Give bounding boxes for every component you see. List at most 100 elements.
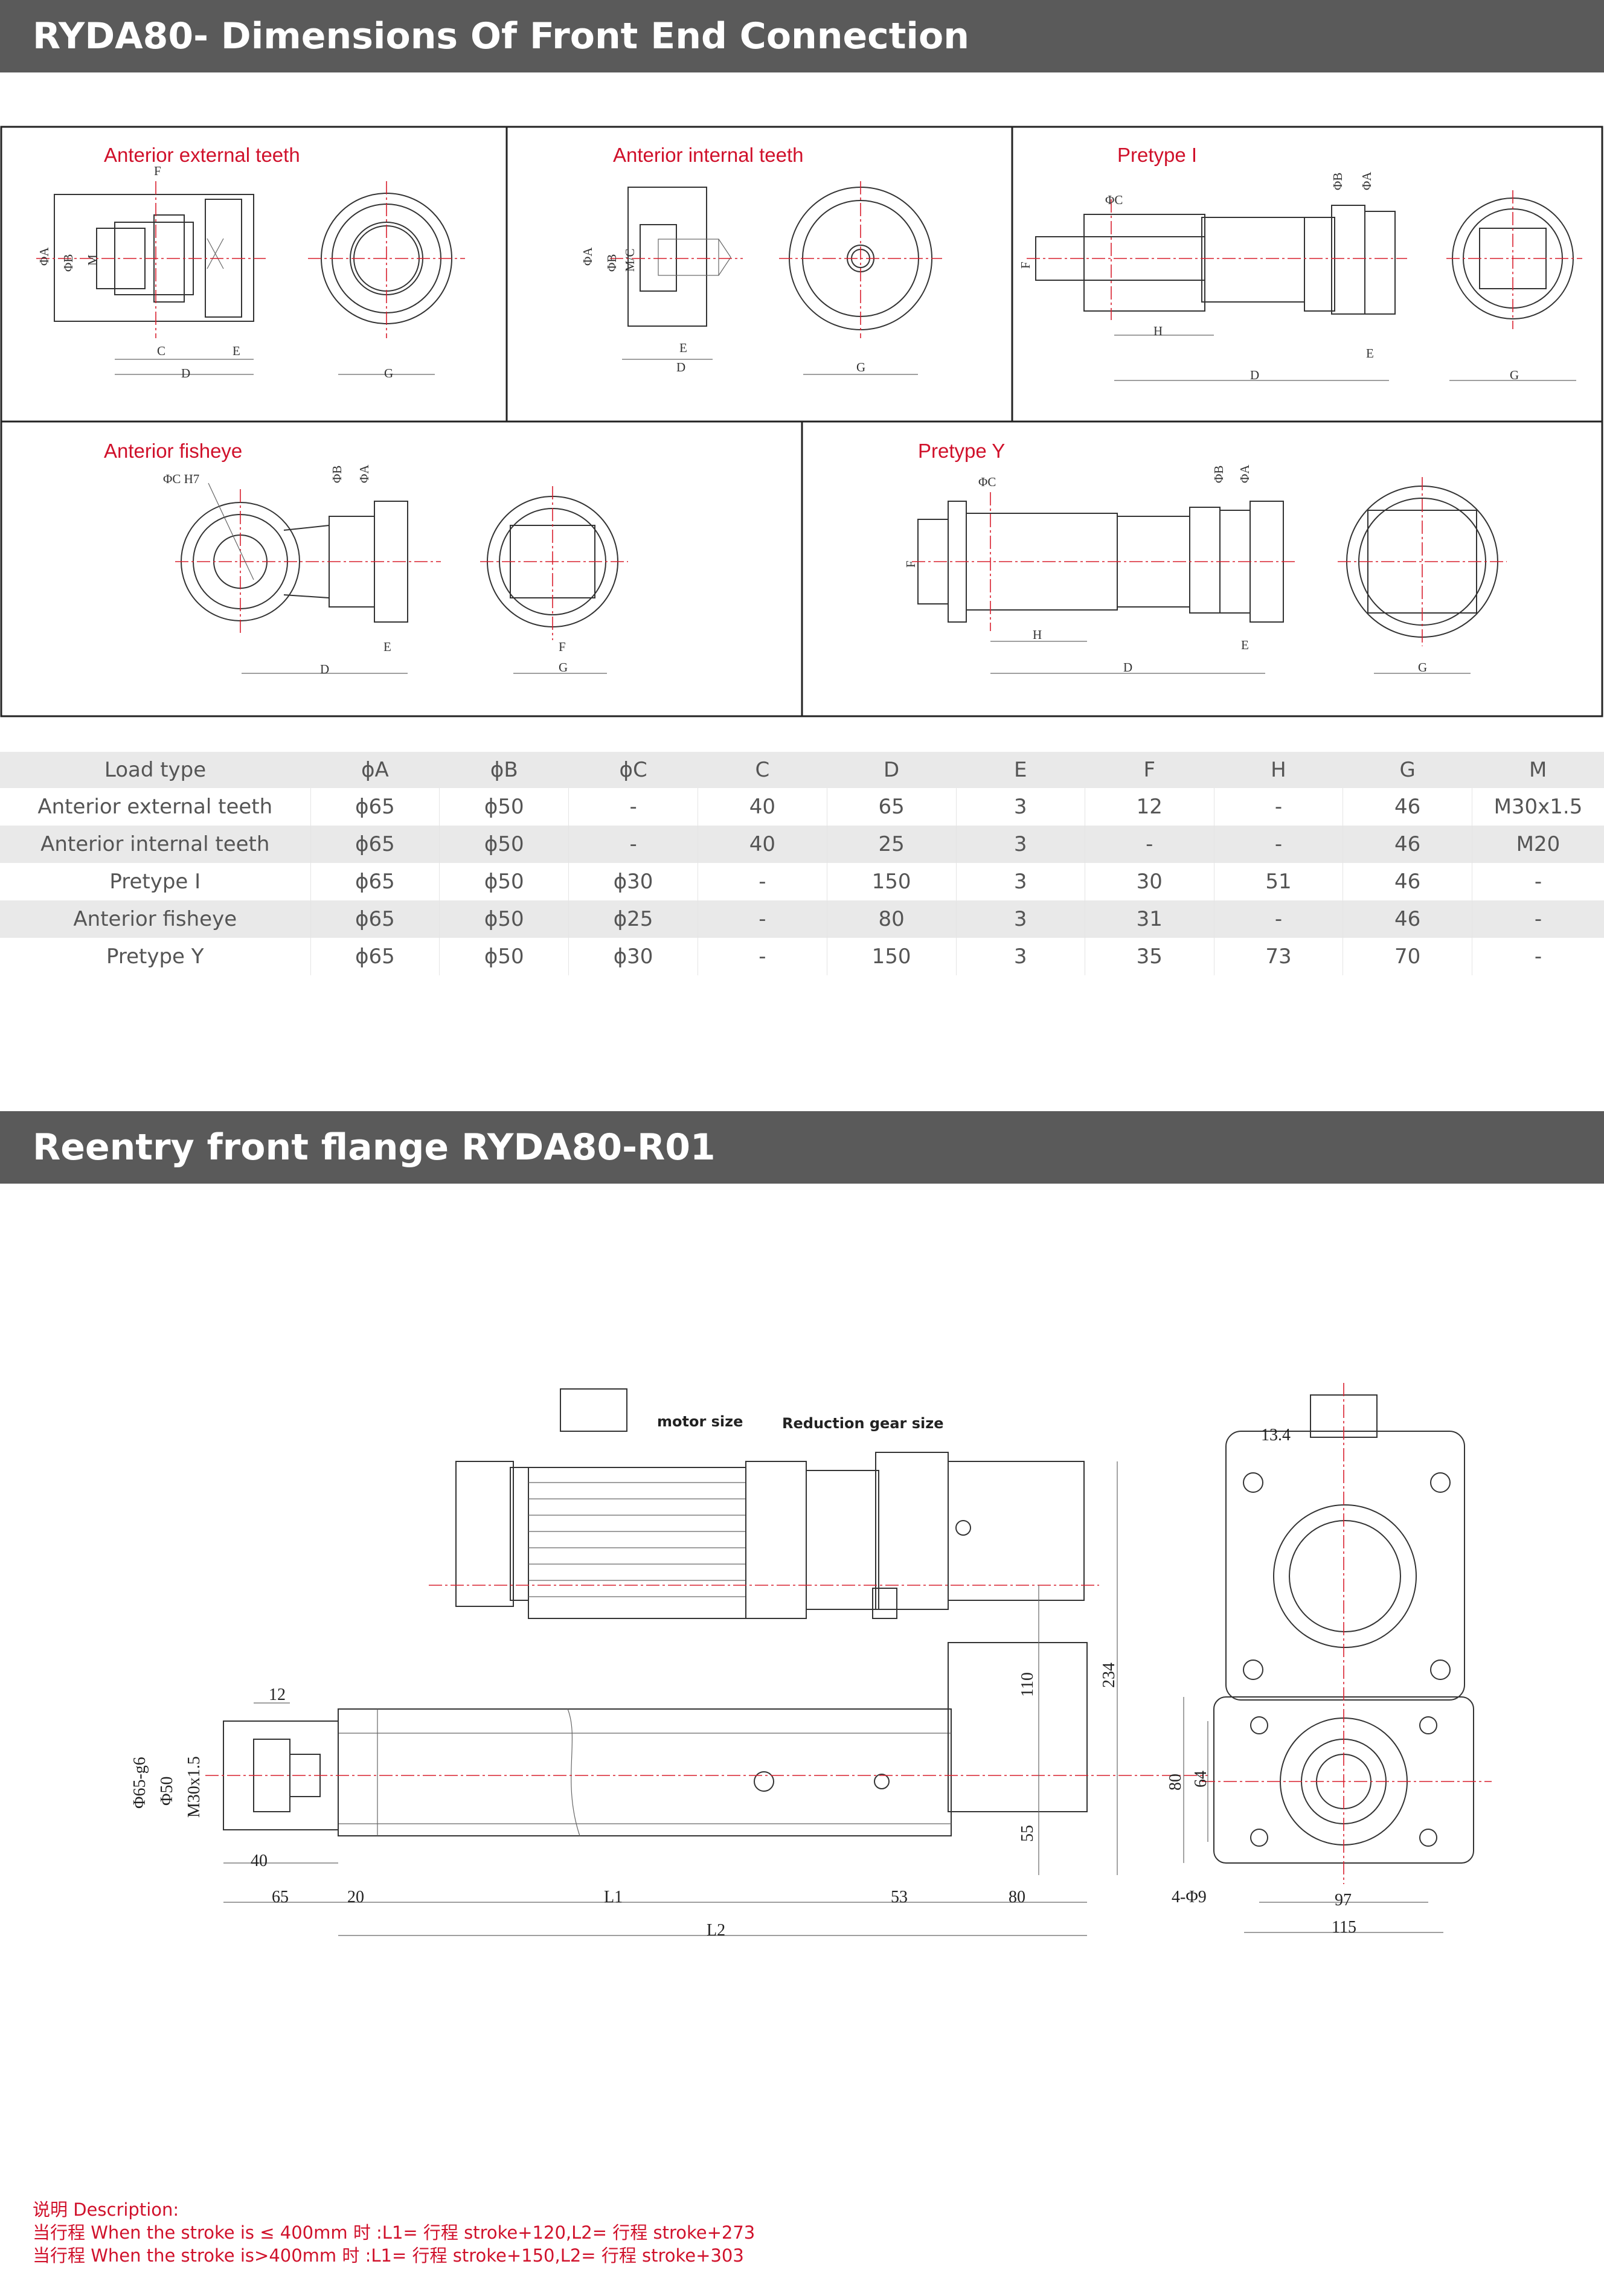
panel-title-int-teeth: Anterior internal teeth bbox=[613, 144, 804, 166]
svg-text:G: G bbox=[384, 366, 393, 380]
table-cell: ϕ30 bbox=[568, 863, 698, 900]
column-header: G bbox=[1399, 758, 1416, 782]
table-cell: ϕ50 bbox=[439, 938, 569, 975]
table-cell: - bbox=[698, 863, 827, 900]
ext-teeth-drawing: F C E D G ΦA ΦB M bbox=[36, 164, 465, 380]
svg-text:M30x1.5: M30x1.5 bbox=[185, 1756, 204, 1818]
svg-text:64: 64 bbox=[1192, 1771, 1210, 1788]
svg-text:F: F bbox=[903, 560, 918, 568]
column-header: F bbox=[1143, 758, 1156, 782]
spec-table: Load type ϕA ϕB ϕC C D E F H G M Anterio… bbox=[0, 752, 1604, 975]
table-cell: Pretype I bbox=[109, 870, 201, 894]
svg-text:F: F bbox=[559, 640, 566, 654]
svg-text:Φ65-g6: Φ65-g6 bbox=[130, 1757, 149, 1809]
table-cell: ϕ65 bbox=[310, 938, 440, 975]
svg-text:13.4: 13.4 bbox=[1261, 1426, 1291, 1445]
table-cell: ϕ50 bbox=[439, 863, 569, 900]
svg-text:E: E bbox=[1241, 638, 1249, 652]
front-view: 13.4 97 115 4-Φ9 80 64 bbox=[1166, 1383, 1492, 1937]
table-cell: 73 bbox=[1213, 938, 1343, 975]
svg-text:234: 234 bbox=[1100, 1663, 1118, 1688]
table-cell: ϕ65 bbox=[310, 900, 440, 938]
svg-text:D: D bbox=[1250, 368, 1259, 382]
motor-side-view bbox=[455, 1388, 1085, 1619]
svg-text:80: 80 bbox=[1009, 1888, 1025, 1906]
table-cell: 30 bbox=[1084, 863, 1214, 900]
table-cell: Pretype Y bbox=[106, 944, 204, 969]
panel-title-pretype-i: Pretype I bbox=[1117, 144, 1198, 166]
svg-text:L2: L2 bbox=[707, 1921, 725, 1940]
svg-text:12: 12 bbox=[269, 1685, 286, 1704]
table-cell: ϕ65 bbox=[310, 788, 440, 826]
table-cell: 25 bbox=[826, 826, 956, 863]
svg-text:G: G bbox=[1510, 368, 1519, 382]
pretype-y-drawing: ΦC H E D G F ΦB ΦA bbox=[903, 464, 1507, 675]
table-header-row: Load type ϕA ϕB ϕC C D E F H G M bbox=[0, 752, 1604, 788]
panel-title-pretype-y: Pretype Y bbox=[918, 440, 1006, 462]
table-cell: Anterior external teeth bbox=[37, 795, 273, 819]
table-cell: 65 bbox=[826, 788, 956, 826]
table-cell: ϕ65 bbox=[310, 826, 440, 863]
svg-text:G: G bbox=[1418, 660, 1427, 675]
svg-text:ΦB: ΦB bbox=[1330, 173, 1345, 190]
column-header: ϕC bbox=[619, 758, 647, 782]
svg-text:G: G bbox=[559, 660, 568, 675]
svg-text:40: 40 bbox=[251, 1852, 268, 1870]
table-cell: 46 bbox=[1343, 863, 1472, 900]
table-cell: - bbox=[1213, 826, 1343, 863]
table-row: Pretype I ϕ65 ϕ50 ϕ30 - 150 3 30 51 46 - bbox=[0, 863, 1604, 900]
table-cell: - bbox=[698, 900, 827, 938]
column-header: Load type bbox=[104, 758, 207, 782]
table-cell: ϕ65 bbox=[310, 863, 440, 900]
table-row: Pretype Y ϕ65 ϕ50 ϕ30 - 150 3 35 73 70 - bbox=[0, 938, 1604, 975]
description-heading: 说明 Description: bbox=[33, 2199, 179, 2220]
table-cell: 35 bbox=[1084, 938, 1214, 975]
fisheye-drawing: ΦC H7 E D F G ΦB ΦA bbox=[163, 464, 628, 676]
actuator-body bbox=[205, 1585, 1208, 1836]
svg-text:ΦC: ΦC bbox=[978, 475, 996, 489]
table-cell: - bbox=[568, 788, 698, 826]
table-cell: M30x1.5 bbox=[1471, 788, 1604, 826]
column-header: E bbox=[1014, 758, 1027, 782]
table-cell: 46 bbox=[1343, 788, 1472, 826]
table-cell: 150 bbox=[826, 938, 956, 975]
svg-text:ΦA: ΦA bbox=[357, 464, 371, 483]
svg-text:ΦA: ΦA bbox=[37, 247, 51, 266]
svg-text:80: 80 bbox=[1166, 1774, 1185, 1791]
section-title: Reentry front flange RYDA80-R01 bbox=[33, 1126, 716, 1169]
table-row: Anterior internal teeth ϕ65 ϕ50 - 40 25 … bbox=[0, 826, 1604, 863]
column-header: ϕB bbox=[490, 758, 518, 782]
table-cell: 150 bbox=[826, 863, 956, 900]
table-cell: 3 bbox=[955, 788, 1085, 826]
svg-text:20: 20 bbox=[347, 1888, 364, 1906]
svg-text:M/C: M/C bbox=[623, 248, 637, 272]
table-cell: - bbox=[1213, 900, 1343, 938]
table-cell: 31 bbox=[1084, 900, 1214, 938]
svg-text:ΦC H7: ΦC H7 bbox=[163, 472, 199, 486]
svg-text:H: H bbox=[1153, 324, 1163, 338]
svg-text:ΦB: ΦB bbox=[605, 254, 619, 272]
svg-text:65: 65 bbox=[272, 1888, 289, 1906]
svg-text:55: 55 bbox=[1018, 1825, 1037, 1842]
column-header: M bbox=[1529, 758, 1547, 782]
svg-text:E: E bbox=[1366, 346, 1374, 361]
table-cell: ϕ50 bbox=[439, 788, 569, 826]
table-cell: - bbox=[1213, 788, 1343, 826]
column-header: ϕA bbox=[361, 758, 389, 782]
svg-text:G: G bbox=[856, 360, 865, 374]
description-block: 说明 Description: 当行程 When the stroke is ≤… bbox=[33, 2198, 755, 2267]
svg-text:Φ50: Φ50 bbox=[158, 1777, 176, 1806]
svg-text:C: C bbox=[157, 344, 165, 358]
motor-size-label: motor size bbox=[657, 1413, 743, 1430]
table-cell: Anterior fisheye bbox=[73, 907, 237, 931]
svg-text:115: 115 bbox=[1332, 1918, 1356, 1937]
table-cell: 70 bbox=[1343, 938, 1472, 975]
svg-text:ΦA: ΦA bbox=[1237, 464, 1252, 483]
table-row: Anterior external teeth ϕ65 ϕ50 - 40 65 … bbox=[0, 788, 1604, 826]
table-cell: ϕ50 bbox=[439, 826, 569, 863]
table-cell: ϕ30 bbox=[568, 938, 698, 975]
column-header: C bbox=[755, 758, 770, 782]
table-cell: 3 bbox=[955, 826, 1085, 863]
svg-text:4-Φ9: 4-Φ9 bbox=[1172, 1888, 1207, 1906]
svg-text:110: 110 bbox=[1018, 1672, 1037, 1697]
